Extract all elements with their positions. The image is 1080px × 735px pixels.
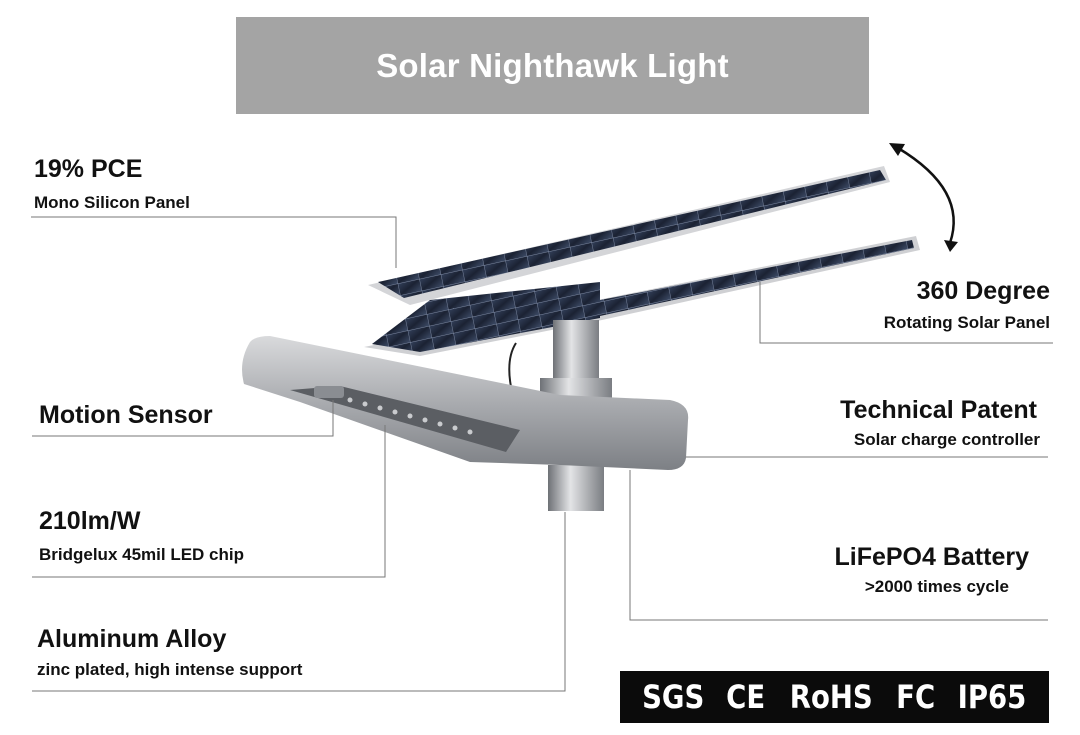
pce-detail: Mono Silicon Panel xyxy=(34,193,190,212)
patent-detail: Solar charge controller xyxy=(853,430,1040,449)
motion-sensor-window xyxy=(314,386,344,398)
rohs-mark: RoHS xyxy=(789,678,873,716)
pce-heading: 19% PCE xyxy=(34,155,143,183)
rotate-detail: Rotating Solar Panel xyxy=(883,313,1050,332)
battery-detail: >2000 times cycle xyxy=(864,577,1009,596)
alloy-detail: zinc plated, high intense support xyxy=(37,660,303,679)
sgs-mark: SGS xyxy=(642,678,705,716)
ip65-mark: IP65 xyxy=(957,678,1027,716)
solar-panel-upper xyxy=(368,166,890,305)
patent-heading: Technical Patent xyxy=(840,396,1037,424)
battery-heading: LiFePO4 Battery xyxy=(834,543,1029,571)
certification-bar: SGS CE RoHS FC IP65 xyxy=(620,671,1049,723)
page-title: Solar Nighthawk Light xyxy=(376,46,729,84)
efficacy-heading: 210lm/W xyxy=(39,507,141,535)
solar-panel-lower xyxy=(364,236,920,356)
lamp-head xyxy=(242,336,689,470)
motion-heading: Motion Sensor xyxy=(39,401,213,429)
mount-column xyxy=(508,320,612,511)
fcc-mark: FC xyxy=(896,678,936,716)
leader-lines xyxy=(31,216,1053,692)
rotate-heading: 360 Degree xyxy=(916,277,1050,305)
alloy-heading: Aluminum Alloy xyxy=(37,625,227,653)
efficacy-detail: Bridgelux 45mil LED chip xyxy=(39,545,244,564)
ce-mark: CE xyxy=(726,678,766,716)
title-banner: Solar Nighthawk Light xyxy=(236,17,869,114)
rotation-arrow-icon xyxy=(889,143,958,252)
